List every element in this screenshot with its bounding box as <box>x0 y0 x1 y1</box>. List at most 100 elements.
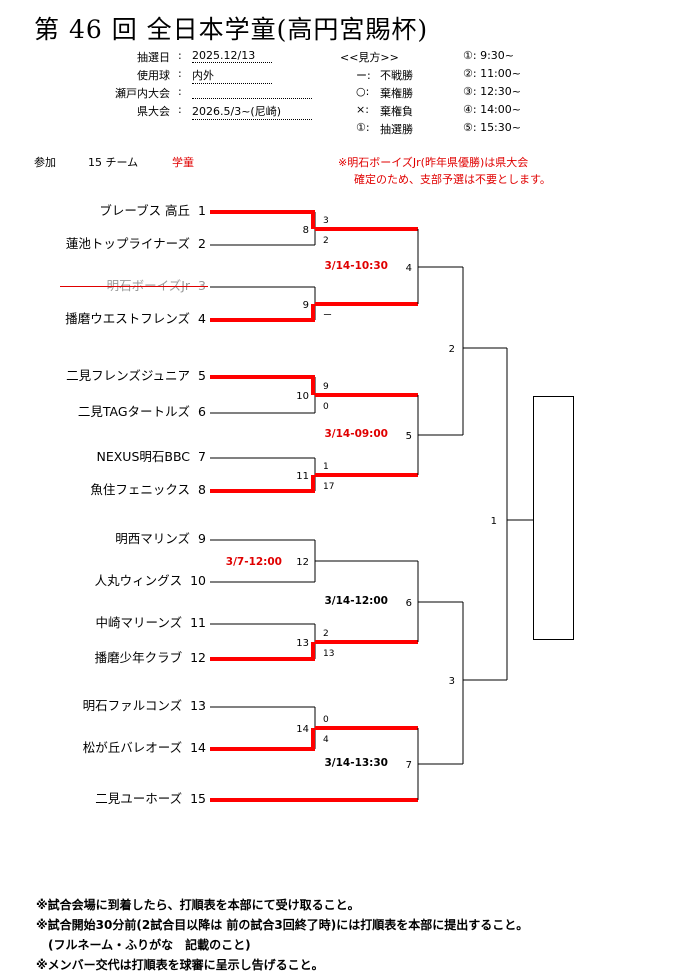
score-top: 1 <box>323 462 329 472</box>
red-note-line-1: ※明石ボーイズJr(昨年県優勝)は県大会 <box>338 156 529 169</box>
info-label-ball: 使用球 <box>137 69 170 82</box>
match-datetime: 3/14-12:00 <box>324 595 388 607</box>
time-slot: ②: 11:00~ <box>463 67 521 80</box>
match-datetime: 3/14-13:30 <box>324 757 388 769</box>
team-seed: 4 <box>198 311 206 326</box>
match-number: 3 <box>449 676 455 687</box>
score-bottom: ー <box>323 311 332 321</box>
note-2: ※試合開始30分前(2試合目以降は 前の試合3回終了時)には打順表を本部に提出す… <box>36 918 529 932</box>
team-seed: 5 <box>198 368 206 383</box>
match-number: 9 <box>303 300 309 311</box>
legend-text: 棄権負 <box>380 105 413 118</box>
match-number: 12 <box>296 557 309 568</box>
team-name: 松が丘バレオーズ <box>82 740 183 755</box>
team-name: 魚住フェニックス <box>90 482 191 497</box>
team-name: 明西マリンズ <box>115 531 191 546</box>
team-seed: 12 <box>190 650 206 665</box>
info-value-ball: 内外 <box>192 67 272 84</box>
team-seed: 7 <box>198 449 206 464</box>
info-value-setouchi <box>192 85 312 99</box>
team-entry: 中崎マリーンズ 11 <box>95 612 206 631</box>
team-seed: 2 <box>198 236 206 251</box>
team-seed: 1 <box>198 203 206 218</box>
champion-box <box>533 396 574 640</box>
legend-title: <<見方>> <box>340 51 399 64</box>
match-number: 2 <box>449 344 455 355</box>
legend-text: 不戦勝 <box>380 69 413 82</box>
info-label-setouchi: 瀬戸内大会 <box>115 87 170 100</box>
score-bottom: 13 <box>323 649 334 659</box>
team-seed: 6 <box>198 404 206 419</box>
team-name: 中崎マリーンズ <box>95 615 183 630</box>
legend-symbol: ○: <box>356 85 370 98</box>
legend-symbol: ×: <box>356 103 369 116</box>
legend-symbol: ー: <box>356 69 371 82</box>
team-name: NEXUS明石BBC <box>96 449 191 464</box>
info-label-draw-date: 抽選日 <box>137 51 170 64</box>
legend-text: 抽選勝 <box>380 123 413 136</box>
match-datetime: 3/7-12:00 <box>226 556 282 568</box>
match-number: 8 <box>303 225 309 236</box>
team-entry: 明西マリンズ 9 <box>115 528 206 547</box>
match-number: 11 <box>296 471 309 482</box>
team-seed: 14 <box>190 740 206 755</box>
team-entry: 播磨少年クラブ 12 <box>95 647 206 666</box>
participation-label: 参加 <box>34 156 56 169</box>
team-name: 人丸ウィングス <box>94 573 183 588</box>
score-top: 0 <box>323 715 329 725</box>
withdrawn-strike-line <box>60 286 208 287</box>
team-entry: 二見TAGタートルズ 6 <box>78 401 206 420</box>
info-sep: : <box>178 85 182 98</box>
match-datetime: 3/14-09:00 <box>324 428 388 440</box>
team-name: 二見ユーホーズ <box>95 791 183 806</box>
info-sep: : <box>178 103 182 116</box>
legend-symbol: ①: <box>356 121 370 134</box>
score-bottom: 4 <box>323 735 329 745</box>
info-label-prefectural: 県大会 <box>137 105 170 118</box>
match-number: 4 <box>406 263 412 274</box>
team-entry: 二見フレンズジュニア 5 <box>66 365 206 384</box>
team-name: ブレーブス 高丘 <box>99 203 191 218</box>
team-seed: 15 <box>190 791 206 806</box>
team-name: 二見フレンズジュニア <box>66 368 191 383</box>
info-sep: : <box>178 67 182 80</box>
time-slot: ①: 9:30~ <box>463 49 514 62</box>
score-bottom: 0 <box>323 402 329 412</box>
match-datetime: 3/14-10:30 <box>324 260 388 272</box>
red-note-line-2: 確定のため、支部予選は不要とします。 <box>354 173 551 186</box>
time-slot: ⑤: 15:30~ <box>463 121 521 134</box>
team-name: 明石ボーイズJr <box>106 278 191 293</box>
team-seed: 11 <box>190 615 206 630</box>
team-name: 二見TAGタートルズ <box>77 404 191 419</box>
match-number: 10 <box>296 391 309 402</box>
note-4: ※メンバー交代は打順表を球審に呈示し告げること。 <box>36 958 324 972</box>
note-1: ※試合会場に到着したら、打順表を本部にて受け取ること。 <box>36 898 360 912</box>
match-number: 1 <box>491 516 497 527</box>
match-number: 7 <box>406 760 412 771</box>
category-label: 学童 <box>172 156 194 169</box>
info-value-draw-date: 2025.12/13 <box>192 49 272 63</box>
team-entry: 明石ボーイズJr 3 <box>107 275 206 294</box>
match-number: 6 <box>406 598 412 609</box>
participation-count: 15 チーム <box>88 156 139 169</box>
team-entry: NEXUS明石BBC 7 <box>96 446 206 465</box>
team-seed: 3 <box>198 278 206 293</box>
team-seed: 9 <box>198 531 206 546</box>
page-title: 第 46 回 全日本学童(高円宮賜杯) <box>34 15 429 44</box>
team-seed: 13 <box>190 698 206 713</box>
team-entry: 二見ユーホーズ 15 <box>95 788 206 807</box>
time-slot: ③: 12:30~ <box>463 85 521 98</box>
match-number: 13 <box>296 638 309 649</box>
team-entry: 松が丘バレオーズ 14 <box>83 737 206 756</box>
info-value-prefectural: 2026.5/3~(尼崎) <box>192 103 312 120</box>
team-name: 播磨少年クラブ <box>94 650 183 665</box>
legend-text: 棄権勝 <box>380 87 413 100</box>
score-top: 3 <box>323 216 329 226</box>
team-name: 蓮池トップライナーズ <box>65 236 191 251</box>
score-top: 2 <box>323 629 329 639</box>
match-number: 5 <box>406 431 412 442</box>
team-seed: 8 <box>198 482 206 497</box>
